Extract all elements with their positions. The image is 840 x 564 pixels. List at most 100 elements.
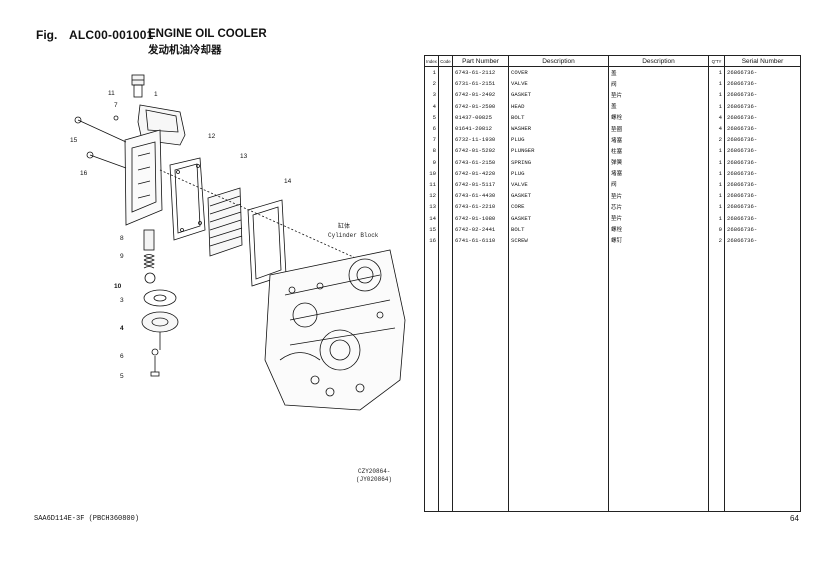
row-code [438, 190, 453, 202]
row-qty: 1 [708, 145, 725, 157]
row-description-cn: 盖 [608, 100, 709, 112]
row-part-number: 6742-01-4220 [452, 167, 509, 179]
callout-9: 9 [120, 253, 124, 260]
row-serial: 26866736- [724, 122, 801, 135]
row-qty: 1 [708, 167, 725, 179]
row-qty: 1 [708, 201, 725, 213]
callout-11: 11 [108, 90, 115, 97]
row-serial: 26866736- [724, 156, 801, 168]
row-qty: 1 [708, 78, 725, 90]
row-description: BOLT [508, 111, 609, 123]
row-code [438, 201, 453, 213]
row-description: BOLT [508, 223, 609, 235]
row-code [438, 178, 453, 191]
row-index: 2 [424, 78, 439, 90]
row-description-cn: 垫片 [608, 212, 709, 224]
row-description-cn: 柱塞 [608, 145, 709, 157]
row-description-cn: 盖 [608, 66, 709, 79]
callout-8: 8 [120, 235, 124, 242]
row-description-cn: 垫片 [608, 89, 709, 101]
row-code [438, 122, 453, 135]
header-serial-number: Serial Number [724, 55, 801, 67]
row-index: 7 [424, 134, 439, 146]
callout-6: 6 [120, 353, 124, 360]
header-qty: Q'TY [708, 55, 725, 67]
row-description-cn: 堵塞 [608, 134, 709, 146]
row-serial: 26866736- [724, 111, 801, 123]
row-serial: 26866736- [724, 178, 801, 191]
callout-5: 5 [120, 373, 124, 380]
callout-15: 15 [70, 137, 78, 144]
row-code [438, 89, 453, 101]
row-qty: 2 [708, 234, 725, 246]
row-index: 14 [424, 212, 439, 224]
row-code [438, 234, 453, 246]
row-description-cn: 螺栓 [608, 111, 709, 123]
row-code [438, 223, 453, 235]
callout-3: 3 [120, 297, 124, 304]
row-description-cn: 芯片 [608, 201, 709, 213]
row-description-cn: 垫圈 [608, 122, 709, 135]
row-qty: 9 [708, 223, 725, 235]
row-serial: 26866736- [724, 145, 801, 157]
row-description: PLUNGER [508, 145, 609, 157]
row-description-cn: 螺栓 [608, 223, 709, 235]
row-qty: 4 [708, 111, 725, 123]
row-description: PLUG [508, 134, 609, 146]
row-part-number: 6731-61-2151 [452, 78, 509, 90]
row-index: 1 [424, 66, 439, 79]
row-part-number: 6732-11-1930 [452, 134, 509, 146]
table-header-row: Index Code Part Number Description Descr… [424, 55, 801, 67]
callout-1: 1 [154, 91, 158, 98]
row-serial: 26866736- [724, 212, 801, 224]
callout-4: 4 [120, 325, 124, 332]
row-qty: 4 [708, 122, 725, 135]
page-title-cn: 发动机油冷却器 [148, 44, 222, 56]
cylinder-block-cn-label: 缸体 [338, 222, 350, 230]
row-index: 10 [424, 167, 439, 179]
row-part-number: 6743-61-4430 [452, 190, 509, 202]
row-index: 6 [424, 122, 439, 135]
parts-table: Index Code Part Number Description Descr… [424, 55, 801, 512]
row-description: COVER [508, 66, 609, 79]
row-description: PLUG [508, 167, 609, 179]
callout-12: 12 [208, 133, 216, 140]
row-description-cn: 阀 [608, 78, 709, 90]
row-serial: 26866736- [724, 134, 801, 146]
row-part-number: 6742-01-1080 [452, 212, 509, 224]
callout-16: 16 [80, 170, 88, 177]
row-serial: 26866736- [724, 201, 801, 213]
callout-7: 7 [114, 102, 118, 109]
row-index: 13 [424, 201, 439, 213]
row-description-cn: 垫片 [608, 190, 709, 202]
row-serial: 26866736- [724, 78, 801, 90]
row-part-number: 6742-01-2492 [452, 89, 509, 101]
row-index: 4 [424, 100, 439, 112]
row-qty: 1 [708, 66, 725, 79]
row-description-cn: 堵塞 [608, 167, 709, 179]
row-description: GASKET [508, 212, 609, 224]
row-description: WASHER [508, 122, 609, 135]
row-qty: 1 [708, 190, 725, 202]
table-filler-row [424, 246, 801, 512]
row-part-number: 6741-61-6110 [452, 234, 509, 246]
row-part-number: 6742-01-5117 [452, 178, 509, 191]
page-title: ENGINE OIL COOLER [148, 28, 267, 40]
drawing-ref-1: CZY20864- [358, 468, 390, 475]
callout-13: 13 [240, 153, 248, 160]
row-index: 9 [424, 156, 439, 168]
row-code [438, 78, 453, 90]
exploded-parts-drawing: 11 7 1 15 16 12 13 14 8 9 10 3 4 6 5 缸体 … [70, 74, 406, 483]
fig-label: Fig. [36, 28, 58, 42]
row-description: GASKET [508, 190, 609, 202]
row-code [438, 100, 453, 112]
row-serial: 26866736- [724, 234, 801, 246]
